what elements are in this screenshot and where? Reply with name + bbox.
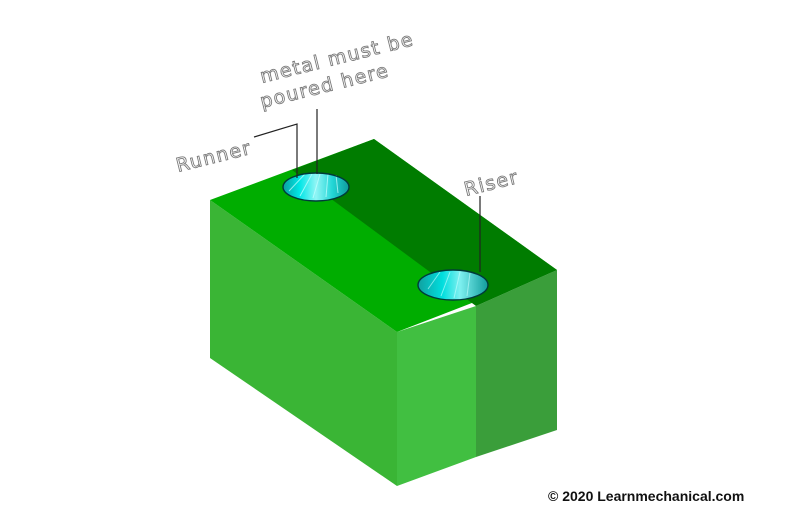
- right-face-right-half: [476, 270, 557, 457]
- label-riser: Riser: [462, 166, 521, 201]
- riser-hole: [417, 269, 489, 301]
- front-face: [210, 200, 397, 486]
- copyright-notice: © 2020 Learnmechanical.com: [548, 488, 745, 504]
- runner-leader-line: [253, 123, 298, 178]
- label-runner: Runner: [174, 137, 254, 177]
- right-face-left-half: [397, 306, 476, 486]
- runner-hole: [282, 172, 350, 202]
- top-face-shaded-half: [292, 139, 557, 306]
